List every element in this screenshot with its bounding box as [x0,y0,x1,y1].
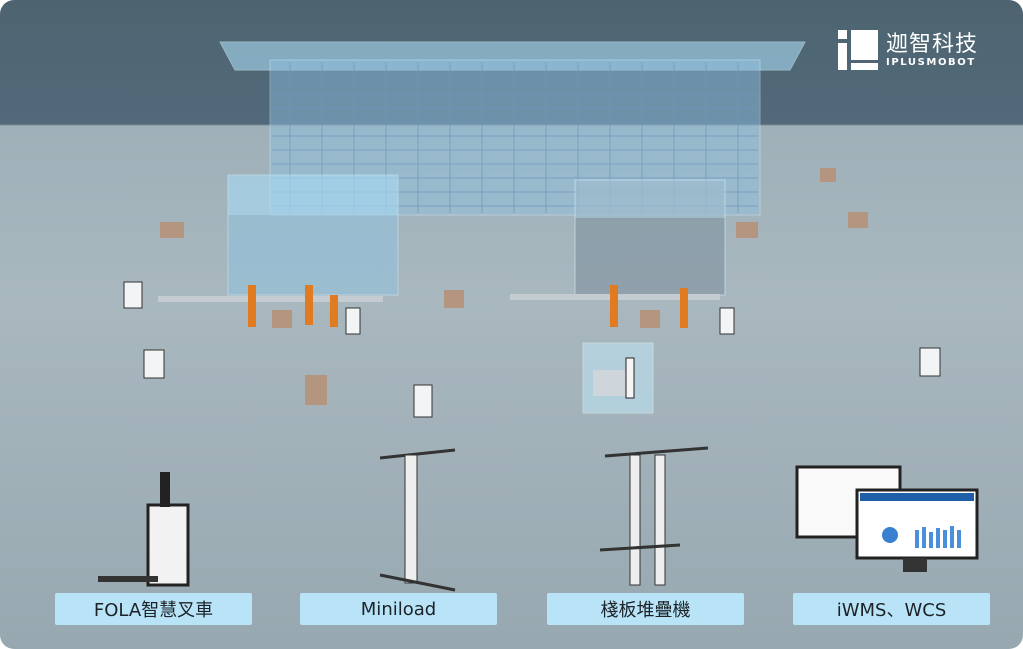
right-storage-rack [574,179,726,296]
agv-robots [123,281,941,418]
logo-name-cn: 迦智科技 [886,31,979,57]
product-label-iwms-wcs: iWMS、WCS [793,593,990,625]
logo-name-en: IPLUSMOBOT [886,56,976,68]
product-label-miniload: Miniload [300,593,497,625]
product-label-fola-forklift: FOLA智慧叉車 [55,593,252,625]
wms-monitors [795,465,979,572]
product-label-pallet-stacker: 棧板堆疊機 [547,593,744,625]
logo-mark-icon [838,30,878,70]
pallet-stacker-machine [599,446,709,586]
left-storage-rack [227,174,399,296]
company-logo: 迦智科技 IPLUSMOBOT [838,30,978,70]
fola-forklift [98,472,190,587]
robot-arms [248,285,688,328]
miniload-machine [379,448,456,592]
highlighted-pallet-stacker [582,342,654,414]
boxes [160,168,868,405]
